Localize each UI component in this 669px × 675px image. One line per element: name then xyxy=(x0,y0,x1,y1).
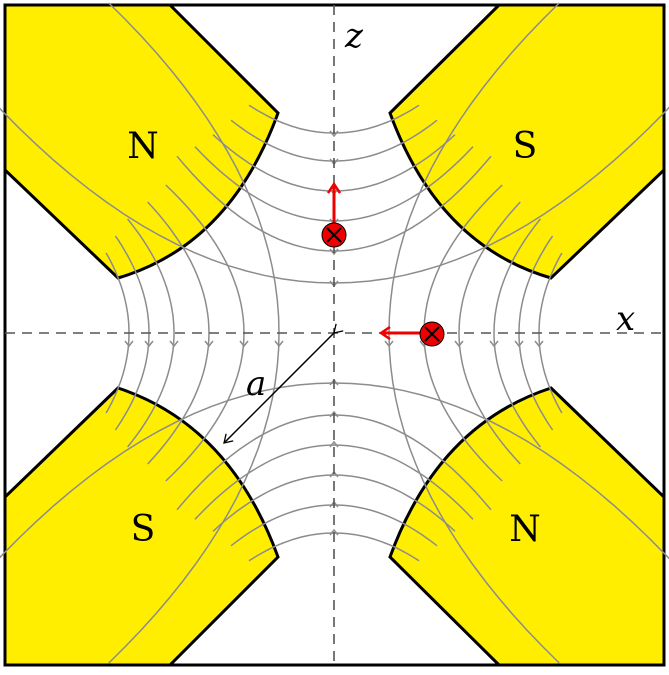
particle-on-x-axis xyxy=(381,321,445,347)
field-arrow-left-5 xyxy=(124,340,134,348)
field-arrow-right-3 xyxy=(489,340,499,348)
particle-on-z-axis xyxy=(321,184,347,248)
radius-label: a xyxy=(246,364,266,404)
field-line-bottom-3 xyxy=(212,474,456,532)
field-line-right-2 xyxy=(458,201,521,465)
x-axis-label: x xyxy=(616,299,635,339)
pole-label-bottom-right: N xyxy=(509,509,541,550)
pole-top-left xyxy=(3,3,280,280)
field-arrow-left-2 xyxy=(204,340,214,348)
pole-top-right xyxy=(388,3,666,280)
pole-label-top-right: S xyxy=(513,126,538,167)
field-arrow-left-3 xyxy=(169,340,179,348)
field-arrow-top-5 xyxy=(329,130,339,138)
pole-pieces xyxy=(3,3,666,667)
field-line-bottom-2 xyxy=(194,444,474,520)
pole-label-bottom-left: S xyxy=(131,509,156,550)
field-arrow-left-4 xyxy=(144,340,154,348)
z-axis-label: z xyxy=(344,16,364,56)
field-arrow-right-2 xyxy=(454,340,464,348)
field-arrow-top-1 xyxy=(329,248,339,256)
radius-arrow xyxy=(223,323,344,444)
field-arrow-right-0 xyxy=(384,340,394,348)
field-arrow-bottom-5 xyxy=(329,528,339,536)
field-arrow-right-5 xyxy=(534,340,544,348)
field-line-right-3 xyxy=(493,218,541,448)
field-line-left-3 xyxy=(127,218,175,448)
pole-label-top-left: N xyxy=(127,126,159,167)
field-arrow-right-4 xyxy=(514,340,524,348)
